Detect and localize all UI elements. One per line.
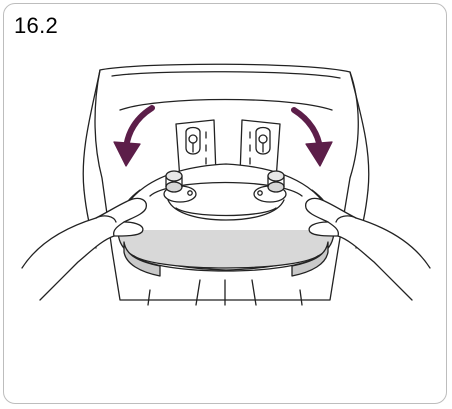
assembly-illustration — [0, 0, 452, 409]
